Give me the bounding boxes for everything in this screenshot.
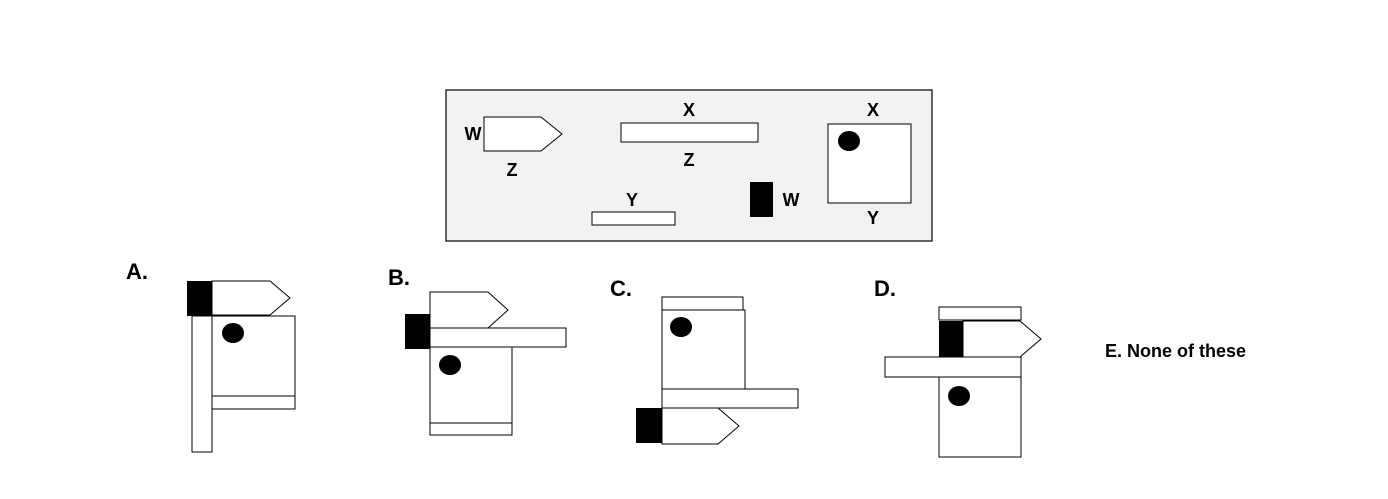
key-long-bar-bottom-label: Z — [684, 150, 695, 170]
key-arrow-left-label: W — [465, 124, 482, 144]
option-c[interactable]: C. — [610, 276, 799, 445]
option-c-black-block — [636, 408, 662, 443]
key-square-bottom-label: Y — [867, 208, 879, 228]
option-e-label: E. None of these — [1105, 341, 1246, 361]
option-d-short-bar — [938, 306, 1022, 321]
option-b-black-block — [405, 314, 430, 349]
option-d-long-bar — [884, 356, 1022, 378]
option-d-arrow — [962, 320, 1042, 358]
option-a-horizontal-bar — [211, 395, 296, 410]
option-b-long-bar — [429, 327, 567, 348]
key-black-block-piece: W — [750, 182, 800, 217]
key-short-bar-piece: Y — [591, 190, 676, 226]
option-b[interactable]: B. — [388, 265, 567, 436]
key-panel: W Z X Z Y W X Y — [445, 89, 933, 242]
key-arrow-piece: W Z — [465, 116, 563, 180]
option-c-label: C. — [610, 276, 632, 301]
option-b-short-bar — [429, 422, 513, 436]
key-arrow-shape — [483, 116, 563, 152]
key-square-shape — [827, 123, 912, 204]
key-square-dot — [838, 131, 860, 151]
key-long-bar-piece: X Z — [620, 100, 759, 170]
option-a-black-block — [187, 281, 212, 316]
option-a-arrow — [211, 280, 291, 316]
option-c-arrow — [661, 407, 740, 445]
key-square-top-label: X — [867, 100, 879, 120]
option-a-label: A. — [126, 259, 148, 284]
option-a-dot — [222, 323, 244, 343]
option-c-long-bar — [661, 388, 799, 409]
option-d-label: D. — [874, 276, 896, 301]
key-short-bar-top-label: Y — [626, 190, 638, 210]
key-short-bar-shape — [591, 211, 676, 226]
option-a-vertical-bar — [191, 315, 213, 453]
key-arrow-bottom-label: Z — [507, 160, 518, 180]
option-a[interactable]: A. — [126, 259, 296, 453]
option-b-arrow — [429, 291, 509, 329]
option-e[interactable]: E. None of these — [1105, 341, 1246, 361]
key-black-block-right-label: W — [783, 190, 800, 210]
option-b-dot — [439, 355, 461, 375]
option-b-label: B. — [388, 265, 410, 290]
key-long-bar-shape — [620, 122, 759, 143]
option-d-black-block — [939, 321, 963, 357]
key-long-bar-top-label: X — [683, 100, 695, 120]
option-c-dot — [670, 317, 692, 337]
key-square-piece: X Y — [827, 100, 912, 228]
option-c-short-bar — [661, 296, 744, 311]
option-b-square — [429, 346, 513, 424]
option-d-dot — [948, 386, 970, 406]
option-d[interactable]: D. — [874, 276, 1042, 458]
key-black-block-shape — [750, 182, 773, 217]
